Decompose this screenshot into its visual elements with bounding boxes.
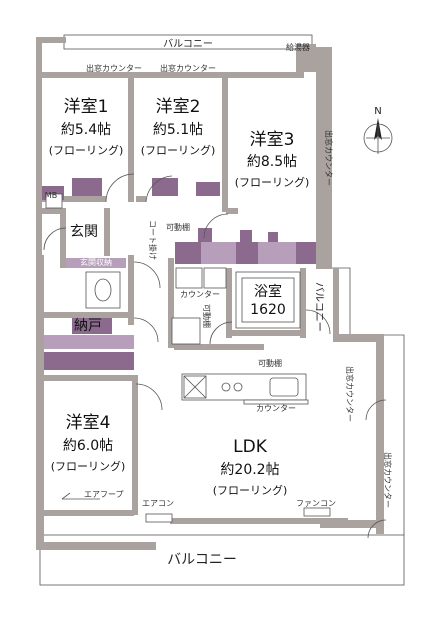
room-floor: (フローリング) [235, 175, 310, 189]
room-size: 約8.5帖 [247, 154, 297, 170]
room-name: 玄関 [70, 223, 98, 240]
room-western-3: 洋室3 約8.5帖 (フローリング) [235, 130, 310, 189]
north-label: N [374, 106, 381, 117]
room-name: 洋室1 [64, 97, 109, 117]
room-name: 浴室 [254, 283, 282, 300]
room-size: 1620 [250, 302, 286, 318]
room-western-4: 洋室4 約6.0帖 (フローリング) [51, 413, 126, 473]
air-con-label-1: エアコン [142, 499, 174, 508]
balcony-bottom-label: バルコニー [167, 552, 237, 568]
bay-counter-label-4: 出窓カウンター [345, 366, 355, 422]
bay-counter-label-1: 出窓カウンター [86, 63, 142, 73]
north-arrow: N [363, 106, 393, 154]
exterior-walls [36, 37, 384, 550]
movable-shelf-label-2: 可動棚 [202, 304, 212, 328]
interior-walls [42, 72, 306, 516]
balcony-top-label: バルコニー [163, 38, 213, 50]
water-heater-label: 給湯器 [286, 42, 310, 52]
counter-label-1: カウンター [180, 290, 220, 299]
counter-label-2: カウンター [256, 404, 296, 413]
bay-counter-label-5: 出窓カウンター [383, 452, 393, 508]
balcony-right-label: バルコニー [313, 282, 325, 332]
movable-shelf-label-1: 可動棚 [166, 222, 190, 232]
room-floor: (フローリング) [213, 483, 288, 497]
bay-counter-label-2: 出窓カウンター [160, 63, 216, 73]
room-closet: 納戸 [74, 318, 102, 334]
room-size: 約5.1帖 [153, 122, 203, 138]
room-name: 洋室3 [250, 130, 295, 150]
room-western-1: 洋室1 約5.4帖 (フローリング) [49, 97, 124, 157]
storage-units [42, 178, 316, 370]
room-name: LDK [233, 437, 268, 457]
movable-shelf-label-3: 可動棚 [258, 358, 282, 368]
fixtures [45, 193, 331, 523]
room-western-2: 洋室2 約5.1帖 (フローリング) [141, 97, 216, 157]
fan-con-label: ファンコン [296, 499, 336, 508]
room-size: 約5.4帖 [61, 122, 111, 138]
room-ldk: LDK 約20.2帖 (フローリング) [213, 437, 288, 497]
coat-hanger-label: コート掛け [148, 220, 158, 260]
air-hoop-label: エアフープ [84, 490, 124, 499]
room-entrance: 玄関 [70, 223, 98, 240]
shoe-storage-label: 玄関収納 [80, 257, 112, 267]
water-heater-text: 給湯器 [286, 42, 310, 52]
annotation-labels: バルコニー 給湯器 出窓カウンター 出窓カウンター 出窓カウンター 出窓カウンタ… [45, 38, 393, 568]
room-name: 洋室2 [156, 97, 201, 117]
door-swings [43, 173, 387, 539]
room-bath: 浴室 1620 [250, 283, 286, 318]
room-name: 納戸 [74, 318, 102, 334]
room-floor: (フローリング) [141, 143, 216, 157]
mb-label: MB [45, 191, 57, 200]
bay-counter-label-3: 出窓カウンター [324, 130, 334, 186]
room-size: 約20.2帖 [220, 462, 279, 478]
room-name: 洋室4 [66, 413, 111, 433]
room-floor: (フローリング) [49, 143, 124, 157]
room-size: 約6.0帖 [63, 438, 113, 454]
room-floor: (フローリング) [51, 459, 126, 473]
